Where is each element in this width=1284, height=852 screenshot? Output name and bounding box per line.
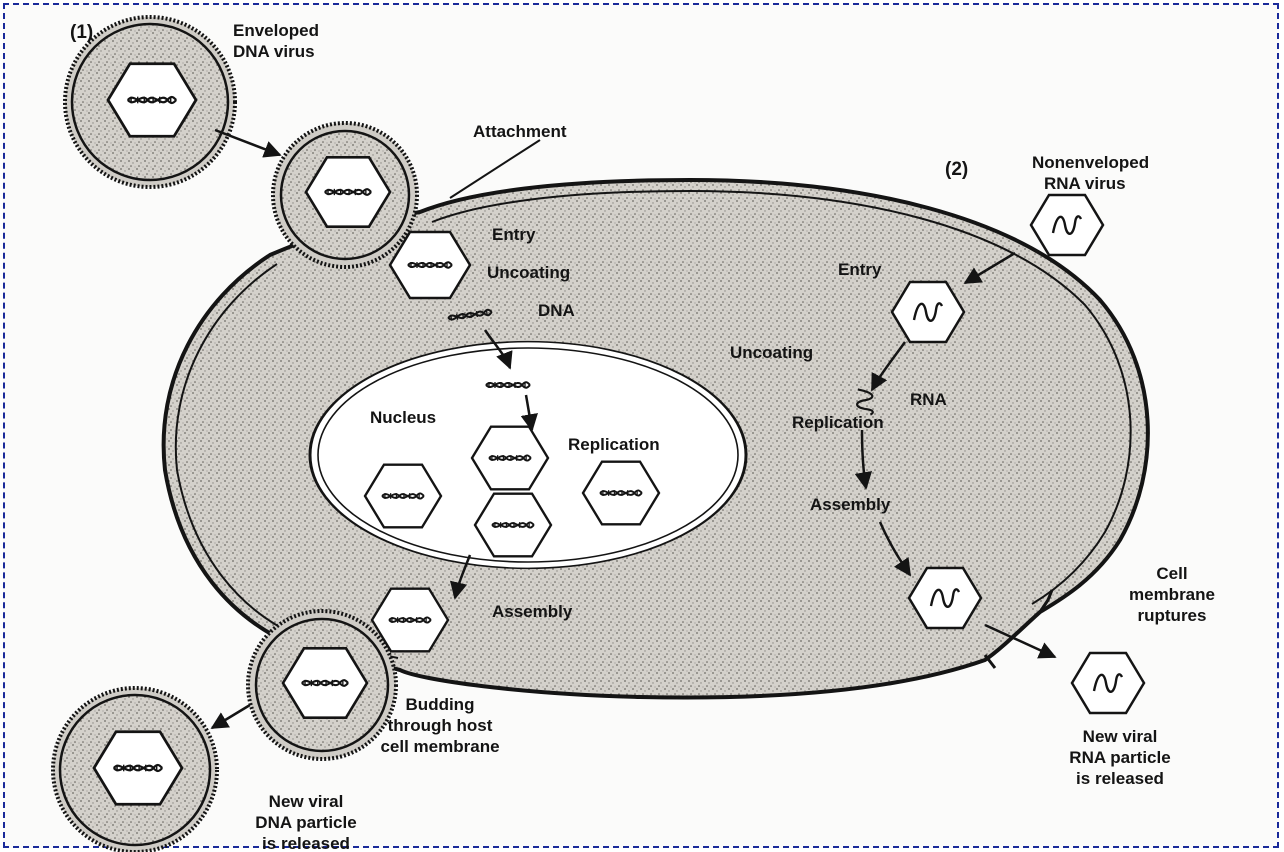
nonenveloped-virus-label-1: Nonenveloped [1032, 153, 1149, 172]
released-rna-label-3: is released [1076, 769, 1164, 788]
ruptures-label-2: membrane [1129, 585, 1215, 604]
nonenveloped-virus-label-2: RNA virus [1044, 174, 1126, 193]
uncoating-label: Uncoating [487, 263, 570, 282]
enveloped-virus-label-1: Enveloped [233, 21, 319, 40]
ruptures-label-3: ruptures [1138, 606, 1207, 625]
rna-replication-label: Replication [792, 413, 884, 432]
released-rna-label-2: RNA particle [1069, 748, 1170, 767]
dna-label: DNA [538, 301, 575, 320]
rna-entry-label: Entry [838, 260, 882, 279]
attachment-label: Attachment [473, 122, 567, 141]
released-dna-label-2: DNA particle [255, 813, 356, 832]
rna-assembly-label: Assembly [810, 495, 891, 514]
rna-label: RNA [910, 390, 947, 409]
budding-label-2: through host [388, 716, 493, 735]
nucleus-label: Nucleus [370, 408, 436, 427]
enveloped-virus-label-2: DNA virus [233, 42, 315, 61]
budding-particle [248, 611, 396, 759]
entry-label: Entry [492, 225, 536, 244]
released-dna-label-3: is released [262, 834, 350, 852]
released-dna-particle [53, 688, 217, 852]
ruptures-label-1: Cell [1156, 564, 1187, 583]
attachment-bud [273, 123, 417, 267]
panel2-number: (2) [945, 159, 968, 180]
released-rna-particle [1072, 653, 1144, 713]
released-dna-label-1: New viral [269, 792, 344, 811]
budding-label-1: Budding [406, 695, 475, 714]
nonenveloped-rna-virus [1031, 195, 1103, 255]
released-rna-label-1: New viral [1083, 727, 1158, 746]
budding-label-3: cell membrane [380, 737, 499, 756]
rna-uncoating-label: Uncoating [730, 343, 813, 362]
panel1-number: (1) [70, 22, 93, 43]
assembly-label: Assembly [492, 602, 573, 621]
replication-label: Replication [568, 435, 660, 454]
